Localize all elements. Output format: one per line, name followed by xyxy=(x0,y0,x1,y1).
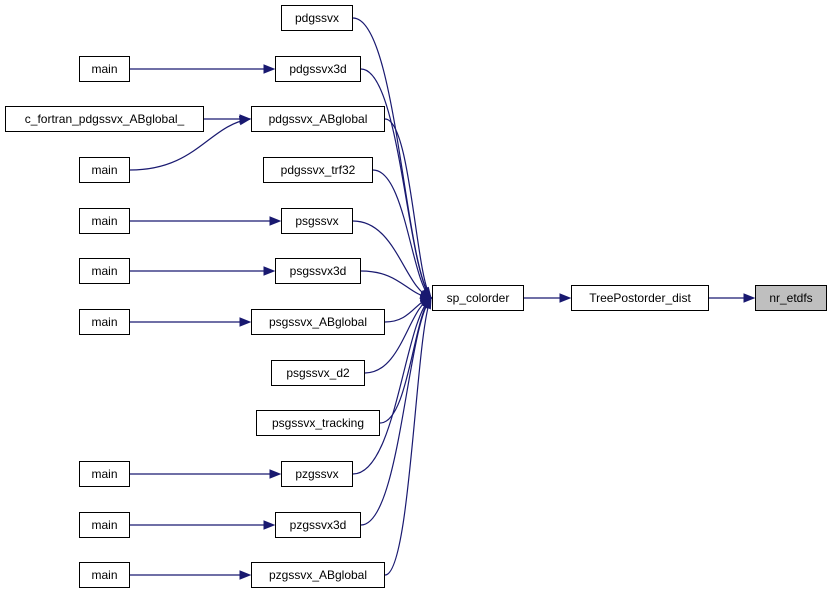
node-psgssvx-tracking[interactable]: psgssvx_tracking xyxy=(256,410,380,436)
arrowhead-icon xyxy=(263,520,276,530)
node-main[interactable]: main xyxy=(79,258,130,284)
node-main[interactable]: main xyxy=(79,512,130,538)
node-main[interactable]: main xyxy=(79,56,130,82)
arrowhead-icon xyxy=(269,469,282,479)
node-pzgssvx[interactable]: pzgssvx xyxy=(281,461,353,487)
node-pdgssvx-abglobal[interactable]: pdgssvx_ABglobal xyxy=(251,106,385,132)
node-psgssvx-abglobal[interactable]: psgssvx_ABglobal xyxy=(251,309,385,335)
node-pzgssvx-abglobal[interactable]: pzgssvx_ABglobal xyxy=(251,562,385,588)
arrowhead-icon xyxy=(422,296,432,310)
call-edge xyxy=(360,297,432,526)
call-edge xyxy=(360,68,432,299)
call-edge xyxy=(384,118,432,299)
arrowhead-icon xyxy=(559,293,572,303)
call-edge xyxy=(352,297,432,475)
node-treepostorder-dist[interactable]: TreePostorder_dist xyxy=(571,285,709,311)
call-edge xyxy=(372,169,432,299)
node-nr-etdfs: nr_etdfs xyxy=(755,285,827,311)
arrowhead-icon xyxy=(743,293,756,303)
arrowhead-icon xyxy=(263,64,276,74)
call-edge xyxy=(129,118,251,171)
node-pdgssvx3d[interactable]: pdgssvx3d xyxy=(275,56,361,82)
node-main[interactable]: main xyxy=(79,562,130,588)
arrowhead-icon xyxy=(263,266,276,276)
node-c-fortran-pdgssvx-abglobal[interactable]: c_fortran_pdgssvx_ABglobal_ xyxy=(5,106,204,132)
node-pdgssvx[interactable]: pdgssvx xyxy=(281,5,353,31)
call-edge xyxy=(360,270,432,299)
arrowhead-icon xyxy=(239,570,252,580)
arrowhead-icon xyxy=(238,115,252,126)
arrowhead-icon xyxy=(269,216,282,226)
node-psgssvx3d[interactable]: psgssvx3d xyxy=(275,258,361,284)
call-edge xyxy=(352,220,432,299)
node-pdgssvx-trf32[interactable]: pdgssvx_trf32 xyxy=(263,157,373,183)
node-main[interactable]: main xyxy=(79,208,130,234)
node-sp-colorder[interactable]: sp_colorder xyxy=(432,285,524,311)
node-pzgssvx3d[interactable]: pzgssvx3d xyxy=(275,512,361,538)
call-edge xyxy=(384,297,432,576)
node-main[interactable]: main xyxy=(79,461,130,487)
node-psgssvx-d2[interactable]: psgssvx_d2 xyxy=(271,360,365,386)
node-main[interactable]: main xyxy=(79,309,130,335)
arrowhead-icon xyxy=(239,317,252,327)
node-psgssvx[interactable]: psgssvx xyxy=(281,208,353,234)
node-main[interactable]: main xyxy=(79,157,130,183)
